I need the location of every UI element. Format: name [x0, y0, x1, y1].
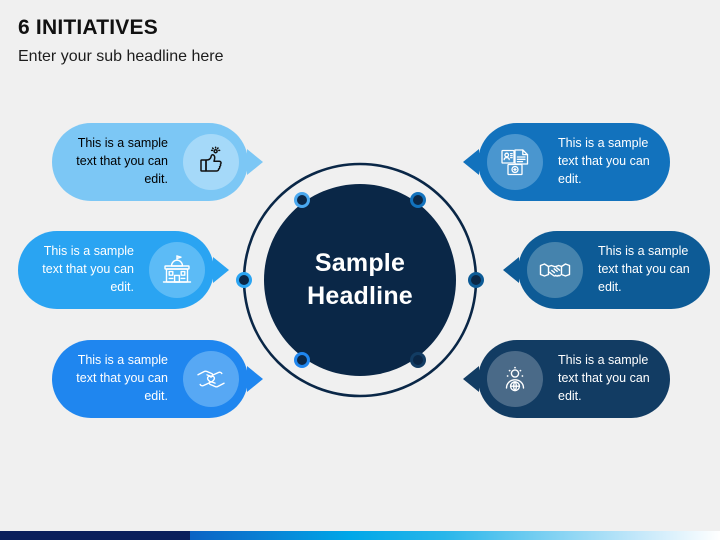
initiative-text-6: This is a sample text that you can edit. — [558, 353, 650, 403]
center-circle: Sample Headline — [264, 184, 456, 376]
initiative-icon-wrap-1 — [183, 134, 239, 190]
hands-heart-icon — [197, 370, 225, 388]
initiative-icon-wrap-6 — [487, 351, 543, 407]
center-hub: Sample Headline — [236, 156, 484, 404]
initiative-icon-wrap-3 — [183, 351, 239, 407]
bubble-tail-6 — [463, 366, 479, 392]
initiative-text-5: This is a sample text that you can edit. — [598, 244, 690, 294]
person-globe-icon — [505, 366, 525, 392]
initiative-text-4: This is a sample text that you can edit. — [558, 136, 650, 186]
initiative-card-5[interactable]: This is a sample text that you can edit. — [503, 231, 710, 309]
bubble-tail-2 — [213, 257, 229, 283]
center-headline-line2: Headline — [307, 282, 413, 310]
bubble-tail-4 — [463, 149, 479, 175]
thumbs-up-icon — [200, 146, 222, 172]
footer-gradient-segment — [190, 531, 720, 540]
initiative-icon-wrap-5 — [527, 242, 583, 298]
handshake-icon — [539, 263, 571, 277]
initiative-card-1[interactable]: This is a sample text that you can edit. — [52, 123, 263, 201]
initiative-icon-wrap-4 — [487, 134, 543, 190]
initiative-card-6[interactable]: This is a sample text that you can edit. — [463, 340, 670, 418]
government-building-icon — [162, 255, 192, 283]
initiative-card-3[interactable]: This is a sample text that you can edit. — [52, 340, 263, 418]
page-subtitle: Enter your sub headline here — [18, 48, 224, 65]
bubble-tail-3 — [247, 366, 263, 392]
page-title: 6 INITIATIVES — [18, 16, 158, 39]
initiative-text-2: This is a sample text that you can edit. — [42, 244, 134, 294]
initiative-card-4[interactable]: This is a sample text that you can edit. — [463, 123, 670, 201]
initiative-icon-wrap-2 — [149, 242, 205, 298]
initiative-text-1: This is a sample text that you can edit. — [76, 136, 168, 186]
bubble-tail-5 — [503, 257, 519, 283]
footer-accent-bar — [0, 531, 720, 540]
bubble-tail-1 — [247, 149, 263, 175]
footer-navy-segment — [0, 531, 190, 540]
initiative-text-3: This is a sample text that you can edit. — [76, 353, 168, 403]
initiative-card-2[interactable]: This is a sample text that you can edit. — [18, 231, 229, 309]
documents-resume-icon — [501, 149, 529, 176]
center-headline-line1: Sample — [314, 249, 406, 277]
